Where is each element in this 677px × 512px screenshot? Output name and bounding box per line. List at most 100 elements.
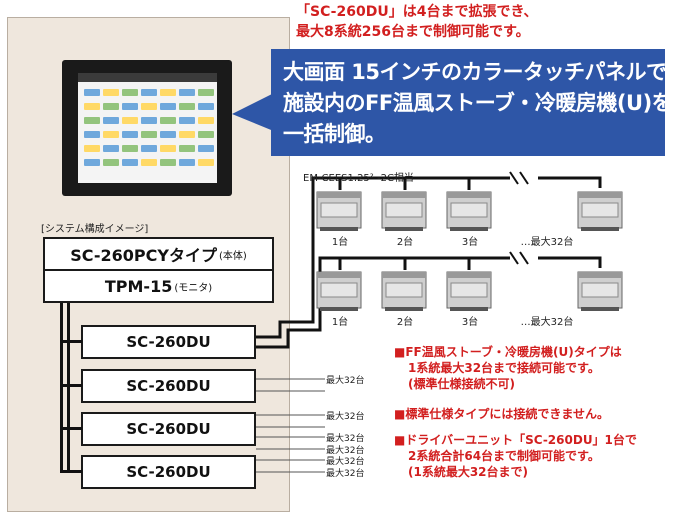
driver-box-4: SC-260DU [81, 455, 256, 489]
unit-label: 1台 [331, 237, 349, 248]
callout-line-2: 施設内のFF温風ストーブ・冷暖房機(U)を [283, 91, 673, 115]
screen-button [103, 117, 119, 124]
system-caption: [システム構成イメージ] [41, 224, 149, 235]
screen-button [122, 131, 138, 138]
screen-button [103, 145, 119, 152]
main-unit-label: SC-260PCYタイプ [70, 246, 217, 265]
bus-branch-2 [60, 384, 82, 387]
screen-button [179, 145, 195, 152]
driver-label-1: SC-260DU [126, 333, 211, 351]
screen-button [141, 131, 157, 138]
screen-button [160, 89, 176, 96]
screen-button [179, 103, 195, 110]
screen-button [84, 89, 100, 96]
screen-button [141, 145, 157, 152]
callout-line-3: 一括制御。 [283, 122, 386, 146]
callout-tail [232, 92, 276, 132]
unit-label: …最大32台 [520, 317, 574, 328]
driver-label-4: SC-260DU [126, 463, 211, 481]
screen-button [103, 103, 119, 110]
screen-button [141, 159, 157, 166]
bus-branch-1 [60, 340, 82, 343]
callout-box: 大画面 15インチのカラータッチパネルで 施設内のFF温風ストーブ・冷暖房機(U… [271, 49, 673, 156]
note-2-line-1: ■標準仕様タイプには接続できません。 [394, 407, 609, 421]
unit-label: 3台 [461, 317, 479, 328]
heater-unit-icon [316, 271, 362, 311]
driver-box-3: SC-260DU [81, 412, 256, 446]
main-unit-note: (本体) [218, 250, 247, 262]
unit-label: …最大32台 [520, 237, 574, 248]
screen-button [122, 103, 138, 110]
screen-button [84, 103, 100, 110]
monitor-note: (モニタ) [174, 282, 213, 294]
screen-button [122, 145, 138, 152]
screen-button [198, 159, 214, 166]
max-label: 最大32台 [326, 434, 365, 444]
driver-label-2: SC-260DU [126, 377, 211, 395]
bus-branch-3 [60, 427, 82, 430]
bus-line-vertical-2 [67, 303, 70, 473]
screen-button [84, 117, 100, 124]
driver-box-2: SC-260DU [81, 369, 256, 403]
header-line-1: 「SC-260DU」は4台まで拡張でき、 [296, 4, 538, 20]
callout-line-1: 大画面 15インチのカラータッチパネルで [283, 60, 667, 84]
screen-button [198, 145, 214, 152]
screen-button [160, 159, 176, 166]
note-1: ■FF温風ストーブ・冷暖房機(U)タイプは 1系統最大32台まで接続可能です。 … [394, 344, 622, 392]
screen-button [179, 131, 195, 138]
max-label: 最大32台 [326, 457, 365, 467]
max-label: 最大32台 [326, 412, 365, 422]
heater-unit-icon [577, 271, 623, 311]
unit-label: 2台 [396, 237, 414, 248]
max-label: 最大32台 [326, 376, 365, 386]
screen-button [122, 117, 138, 124]
heater-unit-icon [381, 191, 427, 231]
screen-button [179, 117, 195, 124]
screen-title-bar [78, 73, 217, 82]
bus-line-vertical [60, 303, 63, 471]
driver-label-3: SC-260DU [126, 420, 211, 438]
unit-label: 1台 [331, 317, 349, 328]
note-3-line-3: (1系統最大32台まで) [408, 465, 529, 479]
screen-button [103, 89, 119, 96]
heater-unit-icon [577, 191, 623, 231]
screen-button [160, 131, 176, 138]
screen-button [179, 159, 195, 166]
note-3: ■ドライバーユニット「SC-260DU」1台で 2系統合計64台まで制御可能です… [394, 432, 637, 480]
note-1-line-1: ■FF温風ストーブ・冷暖房機(U)タイプは [394, 345, 622, 359]
screen-button [84, 131, 100, 138]
monitor-label: TPM-15 [104, 276, 173, 296]
max-label: 最大32台 [326, 469, 365, 479]
screen-button [160, 117, 176, 124]
heater-unit-icon [316, 191, 362, 231]
note-3-line-2: 2系統合計64台まで制御可能です。 [408, 449, 600, 463]
screen-button [198, 117, 214, 124]
unit-label: 3台 [461, 237, 479, 248]
note-1-line-3: (標準仕様接続不可) [408, 377, 515, 391]
screen-button [141, 117, 157, 124]
heater-unit-icon [381, 271, 427, 311]
heater-unit-icon [446, 191, 492, 231]
screen-button [84, 145, 100, 152]
screen-button [198, 89, 214, 96]
header-line-2: 最大8系統256台まで制御可能です。 [296, 24, 530, 40]
driver-box-1: SC-260DU [81, 325, 256, 359]
screen-button [198, 131, 214, 138]
cable-label: EM-CEES1.25² -2C相当 [303, 173, 414, 184]
screen-button [122, 159, 138, 166]
monitor-box: TPM-15(モニタ) [43, 269, 274, 303]
screen-button [198, 103, 214, 110]
bus-branch-4 [60, 470, 82, 473]
screen-button [179, 89, 195, 96]
screen-button [141, 103, 157, 110]
screen-button [141, 89, 157, 96]
header-text: 「SC-260DU」は4台まで拡張でき、 最大8系統256台まで制御可能です。 [296, 2, 537, 42]
screen-button [84, 159, 100, 166]
note-1-line-2: 1系統最大32台まで接続可能です。 [408, 361, 600, 375]
screen-button [122, 89, 138, 96]
heater-unit-icon [446, 271, 492, 311]
screen-button [103, 131, 119, 138]
note-3-line-1: ■ドライバーユニット「SC-260DU」1台で [394, 433, 637, 447]
monitor-screen [78, 73, 217, 183]
